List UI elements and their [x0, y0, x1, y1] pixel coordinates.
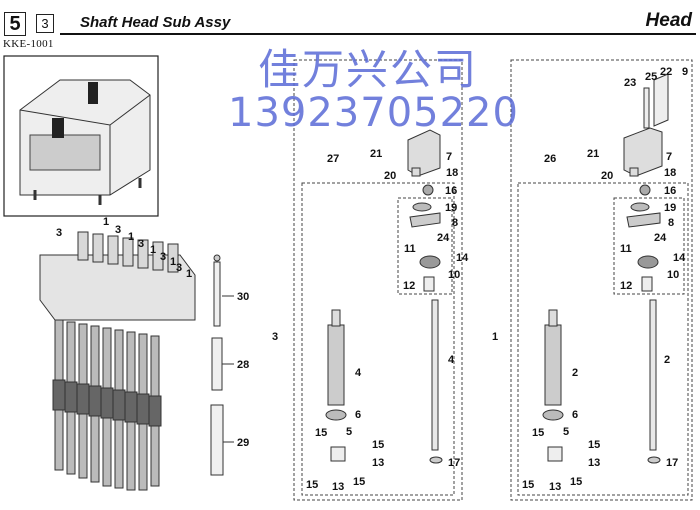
callout-15: 15 [588, 439, 600, 451]
callout-16: 16 [445, 185, 457, 197]
callout-20: 20 [601, 170, 613, 182]
callout-24: 24 [437, 232, 450, 244]
assembly-26-frame [510, 59, 693, 501]
multi-head-assembly [39, 231, 196, 491]
callout-15: 15 [353, 476, 365, 488]
callout-12: 12 [620, 280, 632, 292]
callout-5: 5 [346, 426, 352, 438]
callout-15: 15 [522, 479, 534, 491]
callout-28: 28 [237, 359, 249, 371]
callout-24: 24 [654, 232, 667, 244]
callout-22: 22 [660, 66, 672, 78]
callout-12: 12 [403, 280, 415, 292]
callout-20: 20 [384, 170, 396, 182]
callout-15: 15 [532, 427, 544, 439]
machine-thumbnail [3, 55, 159, 217]
subsection-number-box: 3 [36, 14, 54, 33]
callout-3: 3 [160, 251, 166, 263]
callout-7: 7 [666, 151, 672, 163]
callout-1: 1 [128, 231, 134, 243]
right-callouts: 26 1 2 2 5 6 7 8 9 10 11 12 13 13 14 15 … [492, 66, 688, 493]
callout-6: 6 [355, 409, 361, 421]
callout-8: 8 [452, 217, 458, 229]
callout-19: 19 [445, 202, 457, 214]
callout-13: 13 [332, 481, 344, 493]
section-number-box: 5 [4, 12, 26, 36]
left-callouts: 3 1 3 1 3 1 3 1 3 1 [56, 216, 192, 280]
callout-18: 18 [664, 167, 676, 179]
callout-3: 3 [115, 224, 121, 236]
callout-1: 1 [170, 256, 176, 268]
category-label: Head [645, 10, 692, 31]
callout-15: 15 [315, 427, 327, 439]
callout-1: 1 [150, 244, 156, 256]
callout-16: 16 [664, 185, 676, 197]
callout-3: 3 [272, 331, 278, 343]
callout-21: 21 [587, 148, 599, 160]
callout-25: 25 [645, 71, 657, 83]
callout-17: 17 [448, 457, 460, 469]
callout-15: 15 [372, 439, 384, 451]
middle-parts [325, 129, 443, 464]
callout-8: 8 [668, 217, 674, 229]
doc-code: KKE-1001 [3, 38, 54, 50]
callout-2: 2 [664, 354, 670, 366]
rod-parts [210, 254, 234, 476]
callout-27: 27 [327, 153, 339, 165]
callout-7: 7 [446, 151, 452, 163]
callout-15: 15 [306, 479, 318, 491]
assembly-27-frame [293, 59, 463, 501]
header-rule [60, 33, 696, 35]
callout-9: 9 [682, 66, 688, 78]
callout-3: 3 [56, 227, 62, 239]
callout-3: 3 [138, 238, 144, 250]
callout-1: 1 [103, 216, 109, 228]
callout-1: 1 [492, 331, 498, 343]
callout-10: 10 [448, 269, 460, 281]
callout-11: 11 [620, 243, 632, 255]
callout-21: 21 [370, 148, 382, 160]
callout-13: 13 [372, 457, 384, 469]
callout-30: 30 [237, 291, 249, 303]
callout-13: 13 [549, 481, 561, 493]
callout-6: 6 [572, 409, 578, 421]
callout-1: 1 [186, 268, 192, 280]
callout-14: 14 [456, 252, 469, 264]
page-title: Shaft Head Sub Assy [80, 14, 231, 31]
middle-callouts: 27 3 4 4 5 6 7 8 10 11 12 13 13 14 15 15… [272, 148, 469, 493]
callout-18: 18 [446, 167, 458, 179]
callout-11: 11 [404, 243, 416, 255]
callout-2: 2 [572, 367, 578, 379]
callout-23: 23 [624, 77, 636, 89]
callout-10: 10 [667, 269, 679, 281]
right-parts [542, 73, 669, 464]
callout-13: 13 [588, 457, 600, 469]
callout-17: 17 [666, 457, 678, 469]
callout-19: 19 [664, 202, 676, 214]
callout-4: 4 [355, 367, 362, 379]
callout-14: 14 [673, 252, 686, 264]
callout-29: 29 [237, 437, 249, 449]
callout-5: 5 [563, 426, 569, 438]
callout-15: 15 [570, 476, 582, 488]
callout-3: 3 [176, 262, 182, 274]
callout-4: 4 [448, 354, 455, 366]
callout-26: 26 [544, 153, 556, 165]
